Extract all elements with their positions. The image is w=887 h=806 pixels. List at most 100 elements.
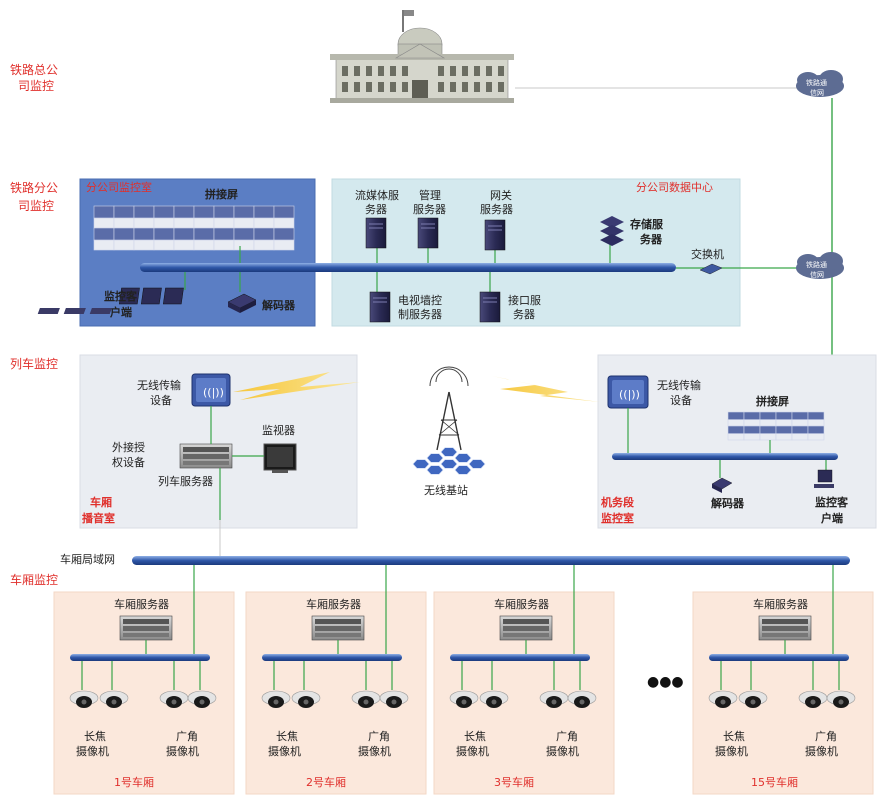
svg-text:司监控: 司监控 [18,79,54,93]
svg-text:铁路分公: 铁路分公 [10,180,58,195]
carriage-lan-label: 车厢局域网 [60,552,115,566]
external-auth-label: 外接授 权设备 [112,440,145,469]
level-label-hq: 铁路总公 司监控 [10,62,58,93]
svg-text:设备: 设备 [150,393,172,407]
level-label-branch: 铁路分公 司监控 [10,180,58,213]
tele-camera-label: 长焦 [84,730,106,743]
carriage-bus [450,654,590,661]
carriage-links [720,565,840,690]
svg-text:权设备: 权设备 [112,455,145,469]
base-station-label: 无线基站 [424,483,468,497]
carriage-name: 2号车厢 [306,775,346,789]
depot-video-wall-label: 拼接屏 [756,394,789,408]
branch-video-wall-icon [93,205,295,251]
railway-network-cloud-2-icon: 铁路通 信网 [796,252,844,279]
carriage-name: 1号车厢 [114,775,154,789]
branch-video-wall-label: 拼接屏 [205,187,238,201]
svg-text:户端: 户端 [110,305,132,319]
train-server-label: 列车服务器 [158,474,213,488]
svg-text:外接授: 外接授 [112,440,145,454]
wireless-signal-left-icon [233,372,360,400]
svg-text:司监控: 司监控 [18,199,54,213]
svg-text:无线传输: 无线传输 [657,378,701,392]
depot-client-label: 监控客 户端 [815,495,849,525]
interface-server: 接口服 务器 [479,291,541,323]
svg-text:管理: 管理 [419,188,441,202]
monitor-label: 监视器 [262,423,295,437]
carriage-server-label: 车厢服务器 [114,597,169,611]
streaming-server: 流媒体服 务器 [355,188,399,249]
carriage-links [273,565,393,690]
broadcast-wireless-device-icon: ((|)) [191,373,231,407]
depot-links [627,408,827,478]
wide-camera-label-2: 摄像机 [546,744,579,758]
depot-client-computer-icon [814,469,834,488]
carriage-links [81,565,201,690]
level-label-carriage: 车厢监控 [10,572,58,587]
depot-room-title: 机务段 监控室 [601,495,634,525]
carriage-name: 3号车厢 [494,775,534,789]
svg-text:((|)): ((|)) [203,386,224,399]
branch-client-label: 监控客 户端 [104,289,138,319]
svg-text:铁路通: 铁路通 [806,78,827,87]
carriage-bus [709,654,849,661]
depot-network-bus [612,453,838,460]
svg-text:流媒体服: 流媒体服 [355,188,399,202]
wide-camera-label-2: 摄像机 [358,744,391,758]
svg-text:网关: 网关 [490,188,512,202]
level-label-train: 列车监控 [10,356,58,371]
tele-camera-label: 长焦 [276,730,298,743]
base-station-cells-icon [412,447,486,475]
carriage-server-icon [499,615,553,641]
svg-text:接口服: 接口服 [508,294,541,307]
broadcast-room-title: 车厢 播音室 [82,495,115,525]
carriage-links [461,565,581,690]
data-center-title: 分公司数据中心 [636,180,713,194]
svg-text:((|)): ((|)) [619,388,640,401]
branch-links [184,244,800,292]
svg-text:户端: 户端 [821,511,843,525]
svg-text:监控客: 监控客 [104,289,138,303]
wide-camera-label: 广角 [368,730,390,743]
storage-server: 存储服 务器 [600,216,664,246]
depot-decoder-icon [711,477,733,493]
wireless-signal-right-icon [492,376,600,402]
svg-text:铁路通: 铁路通 [806,260,827,269]
svg-text:务器: 务器 [365,203,387,216]
carriages-group: 车厢服务器长焦摄像机广角摄像机1号车厢车厢服务器长焦摄像机广角摄像机2号车厢车厢… [53,565,874,795]
management-server: 管理 服务器 [413,188,446,249]
svg-text:设备: 设备 [670,393,692,407]
branch-monitor-room-panel [79,178,316,327]
monitor-display-icon [263,443,297,473]
depot-wireless-device-icon: ((|)) [607,375,649,409]
carriage-server-icon [311,615,365,641]
wide-camera-label: 广角 [815,730,837,743]
railway-network-cloud-icon: 铁路通 信网 [796,70,844,97]
wide-camera-label: 广角 [176,730,198,743]
carriage-server-label: 车厢服务器 [306,597,361,611]
svg-text:务器: 务器 [640,232,663,246]
tele-camera-label-2: 摄像机 [456,744,489,758]
svg-text:车厢: 车厢 [90,495,112,509]
svg-text:播音室: 播音室 [82,511,115,525]
branch-monitor-room-title: 分公司监控室 [86,180,152,194]
data-center-panel [331,178,741,327]
carriage-bus [70,654,210,661]
wide-camera-label: 广角 [556,730,578,743]
branch-decoder-icon [227,293,257,313]
tele-camera-label: 长焦 [723,730,745,743]
tele-camera-label-2: 摄像机 [268,744,301,758]
wide-camera-label-2: 摄像机 [805,744,838,758]
depot-decoder-label: 解码器 [711,496,745,510]
tele-camera-label-2: 摄像机 [715,744,748,758]
carriage-server-icon [758,615,812,641]
carriage-ellipsis: ●●● [647,674,684,690]
svg-text:监控客: 监控客 [815,495,849,509]
svg-text:制服务器: 制服务器 [398,308,442,321]
base-station-icon [429,366,469,451]
carriage-lan-bus [132,556,850,565]
gateway-server: 网关 服务器 [480,188,513,251]
